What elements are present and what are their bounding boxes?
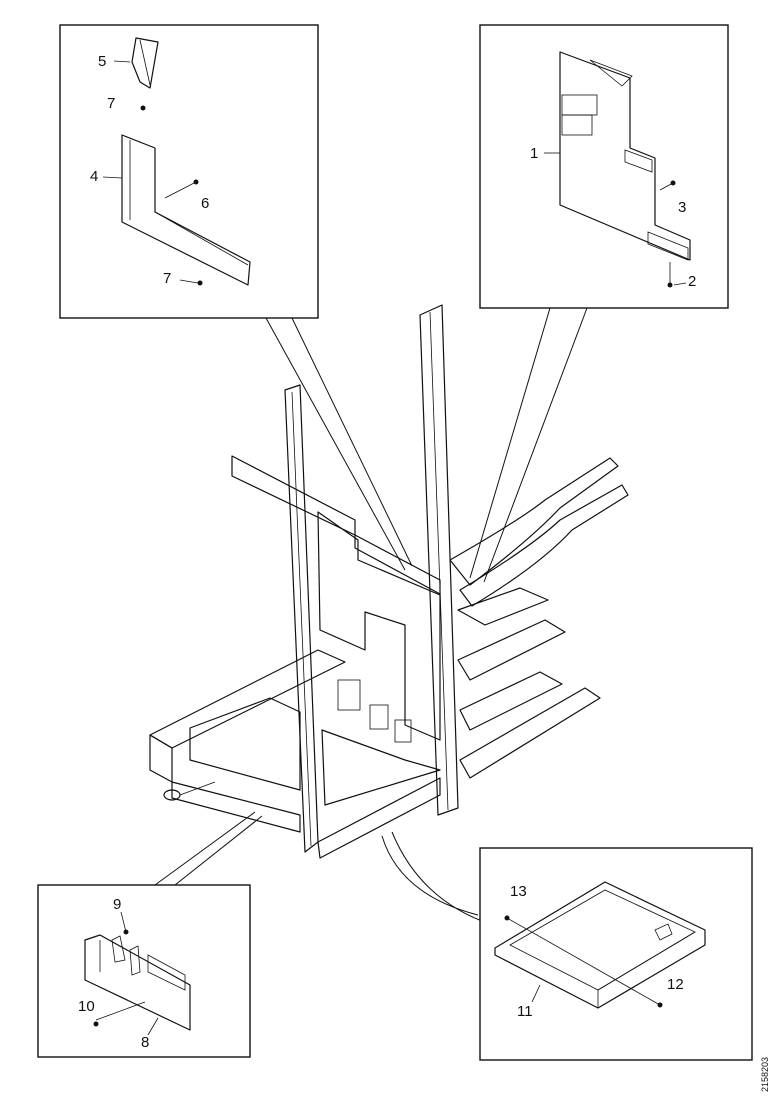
callout-10: 10 [78, 998, 95, 1015]
callout-12: 12 [667, 976, 684, 993]
callout-6: 6 [201, 195, 209, 212]
callout-9: 9 [113, 896, 121, 913]
inset-frame-bottom-right [479, 847, 753, 1061]
rib-1 [457, 587, 549, 626]
rib-2 [457, 619, 566, 681]
part-4-bracket [121, 134, 251, 286]
callout-7-bottom: 7 [163, 270, 171, 287]
part-7-screw-bottom [197, 280, 203, 286]
left-lower-rail [149, 649, 346, 749]
inset-top-left: 5 7 4 6 7 [59, 24, 319, 319]
rib-3 [459, 671, 563, 731]
inset-bottom-right: 13 12 11 [479, 847, 753, 1061]
part-9-screw [123, 929, 129, 935]
part-8-plate [84, 934, 191, 1031]
rear-panel [317, 511, 441, 741]
callout-8: 8 [141, 1034, 149, 1051]
part-3-screw [670, 180, 676, 186]
callout-1: 1 [530, 145, 538, 162]
callout-13: 13 [510, 883, 527, 900]
part-1-panel [559, 51, 691, 261]
part-11-tray [494, 881, 706, 1009]
main-frame-assembly [149, 304, 629, 859]
inset-bottom-left: 9 10 8 [37, 884, 251, 1058]
part-12-screw [657, 1002, 663, 1008]
callout-2: 2 [688, 273, 696, 290]
callout-11: 11 [517, 1003, 533, 1020]
document-id: 2158203 [760, 1057, 770, 1092]
inset-frame-bottom-left [37, 884, 251, 1058]
part-5-bracket [131, 37, 159, 89]
base-tray [189, 697, 301, 791]
right-rail-upper [449, 457, 619, 586]
part-7-screw-top [140, 105, 146, 111]
inset-frame-top-right [479, 24, 729, 309]
callout-5: 5 [98, 53, 106, 70]
rib-4 [459, 687, 601, 779]
inset-frame-top-left [59, 24, 319, 319]
part-6-screw [193, 179, 199, 185]
callout-3: 3 [678, 199, 686, 216]
inset-top-right: 1 3 2 [479, 24, 729, 309]
callout-7-top: 7 [107, 95, 115, 112]
part-2-screw [667, 282, 673, 288]
front-cross-member [171, 781, 301, 833]
callout-4: 4 [90, 168, 98, 185]
inset-leader-lines [154, 307, 588, 925]
right-upright [419, 304, 459, 816]
part-10-screw [93, 1021, 99, 1027]
rear-rail-left [231, 455, 356, 536]
